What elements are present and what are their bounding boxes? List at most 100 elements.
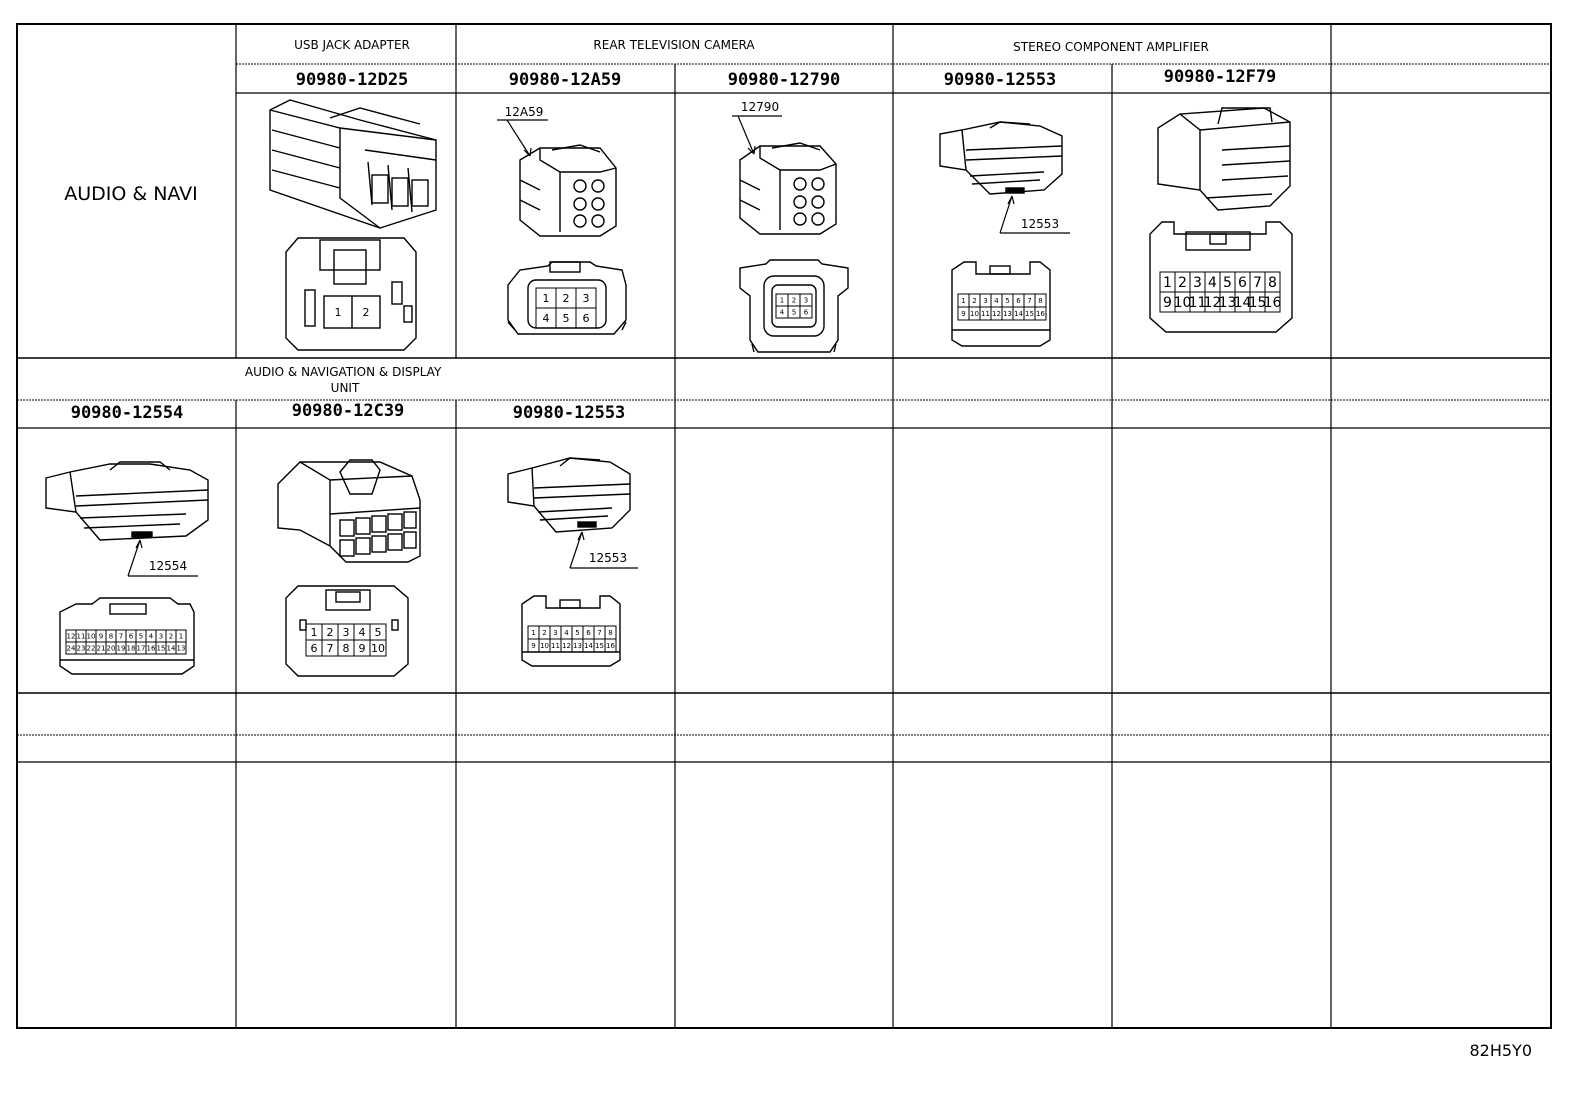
pin-cell [351,295,381,329]
pin-number: 2 [327,626,334,639]
header-usb-jack-adapter: USB JACK ADAPTER [294,38,410,52]
pin-number: 2 [542,629,546,637]
pin-number: 10 [540,642,549,650]
pin-number: 8 [1038,297,1042,305]
pin-number: 5 [563,312,570,325]
pin-number: 23 [77,645,86,653]
pin-number: 16 [1036,310,1045,318]
pin-number: 2 [169,633,173,641]
pin-number: 6 [311,642,318,655]
pin-cell [799,305,813,319]
pin-number: 14 [167,645,176,653]
pin-number: 9 [359,642,366,655]
pin-number: 12 [1204,295,1222,311]
pin-number: 15 [1249,295,1267,311]
pin-number: 4 [564,629,569,637]
pin-number: 5 [575,629,579,637]
pin-number: 3 [583,292,590,305]
pin-number: 14 [584,642,593,650]
pin-number: 12 [67,633,76,641]
pin-number: 14 [1234,295,1252,311]
pin-cell [575,307,597,329]
pin-number: 2 [972,297,976,305]
pin-number: 15 [1025,310,1034,318]
pin-number: 6 [804,309,809,317]
pin-number: 3 [1193,275,1202,291]
pin-number: 9 [531,642,535,650]
pin-number: 7 [1253,275,1262,291]
12c39-connector-iso-icon [277,459,421,563]
pin-number: 13 [573,642,582,650]
pin-number: 9 [961,310,965,318]
pin-number: 18 [127,645,136,653]
12790-connector-face-icon [739,259,849,353]
header-stereo-component-amplifier: STEREO COMPONENT AMPLIFIER [1013,40,1209,54]
pin-number: 1 [543,292,550,305]
pin-number: 1 [311,626,318,639]
pin-number: 9 [1163,295,1172,311]
header-display-unit: AUDIO & NAVIGATION & DISPLAY UNIT [245,365,445,395]
part-number: 90980-12D25 [296,70,409,90]
12553-connector-face-icon [951,261,1051,347]
pin-number: 3 [553,629,557,637]
12553-connector-iso-icon [939,121,1063,195]
pin-number: 4 [780,309,785,317]
pin-number: 3 [983,297,987,305]
pin-number: 8 [343,642,350,655]
pin-number: 5 [792,309,796,317]
pin-number: 11 [1189,295,1207,311]
pin-number: 1 [961,297,965,305]
pin-number: 3 [343,626,350,639]
12f79-connector-iso-icon [1157,107,1291,211]
12790-connector-iso-icon [739,142,837,235]
12a59-connector-face-icon [507,261,627,335]
pin-number: 2 [1178,275,1187,291]
pin-number: 5 [375,626,382,639]
pin-number: 6 [583,312,590,325]
12c39-connector-face-icon [285,585,409,677]
pin-number: 13 [1219,295,1237,311]
pin-cell [175,641,187,655]
12553-connector-iso-icon [507,457,631,533]
pin-cell [1264,291,1281,313]
pin-number: 4 [359,626,366,639]
pin-number: 6 [1238,275,1247,291]
pin-number: 10 [970,310,979,318]
pin-number: 13 [177,645,186,653]
section-label: AUDIO & NAVI [64,183,198,205]
usb-connector-iso-icon [269,99,437,229]
callout-leaders [127,115,1070,577]
pin-number: 6 [129,633,134,641]
pin-number: 7 [597,629,601,637]
pin-number: 6 [586,629,591,637]
pin-number: 7 [119,633,123,641]
table-grid [16,23,1552,1029]
pin-number: 8 [608,629,612,637]
pin-number: 21 [97,645,106,653]
pin-number: 4 [149,633,154,641]
pin-number: 16 [147,645,156,653]
pin-number: 15 [157,645,166,653]
pin-number: 12 [562,642,571,650]
pin-number: 8 [1268,275,1277,291]
pin-number: 4 [1208,275,1217,291]
part-number: 90980-12553 [944,70,1057,90]
pin-number: 17 [137,645,146,653]
callout-label: 12553 [1021,217,1059,231]
pin-number: 11 [981,310,990,318]
12f79-connector-face-icon [1149,221,1293,333]
pin-number: 4 [994,297,999,305]
pin-number: 11 [551,642,560,650]
pin-number: 12 [992,310,1001,318]
12554-connector-face-icon [59,597,195,675]
pin-number: 2 [363,306,370,319]
pin-number: 22 [87,645,96,653]
